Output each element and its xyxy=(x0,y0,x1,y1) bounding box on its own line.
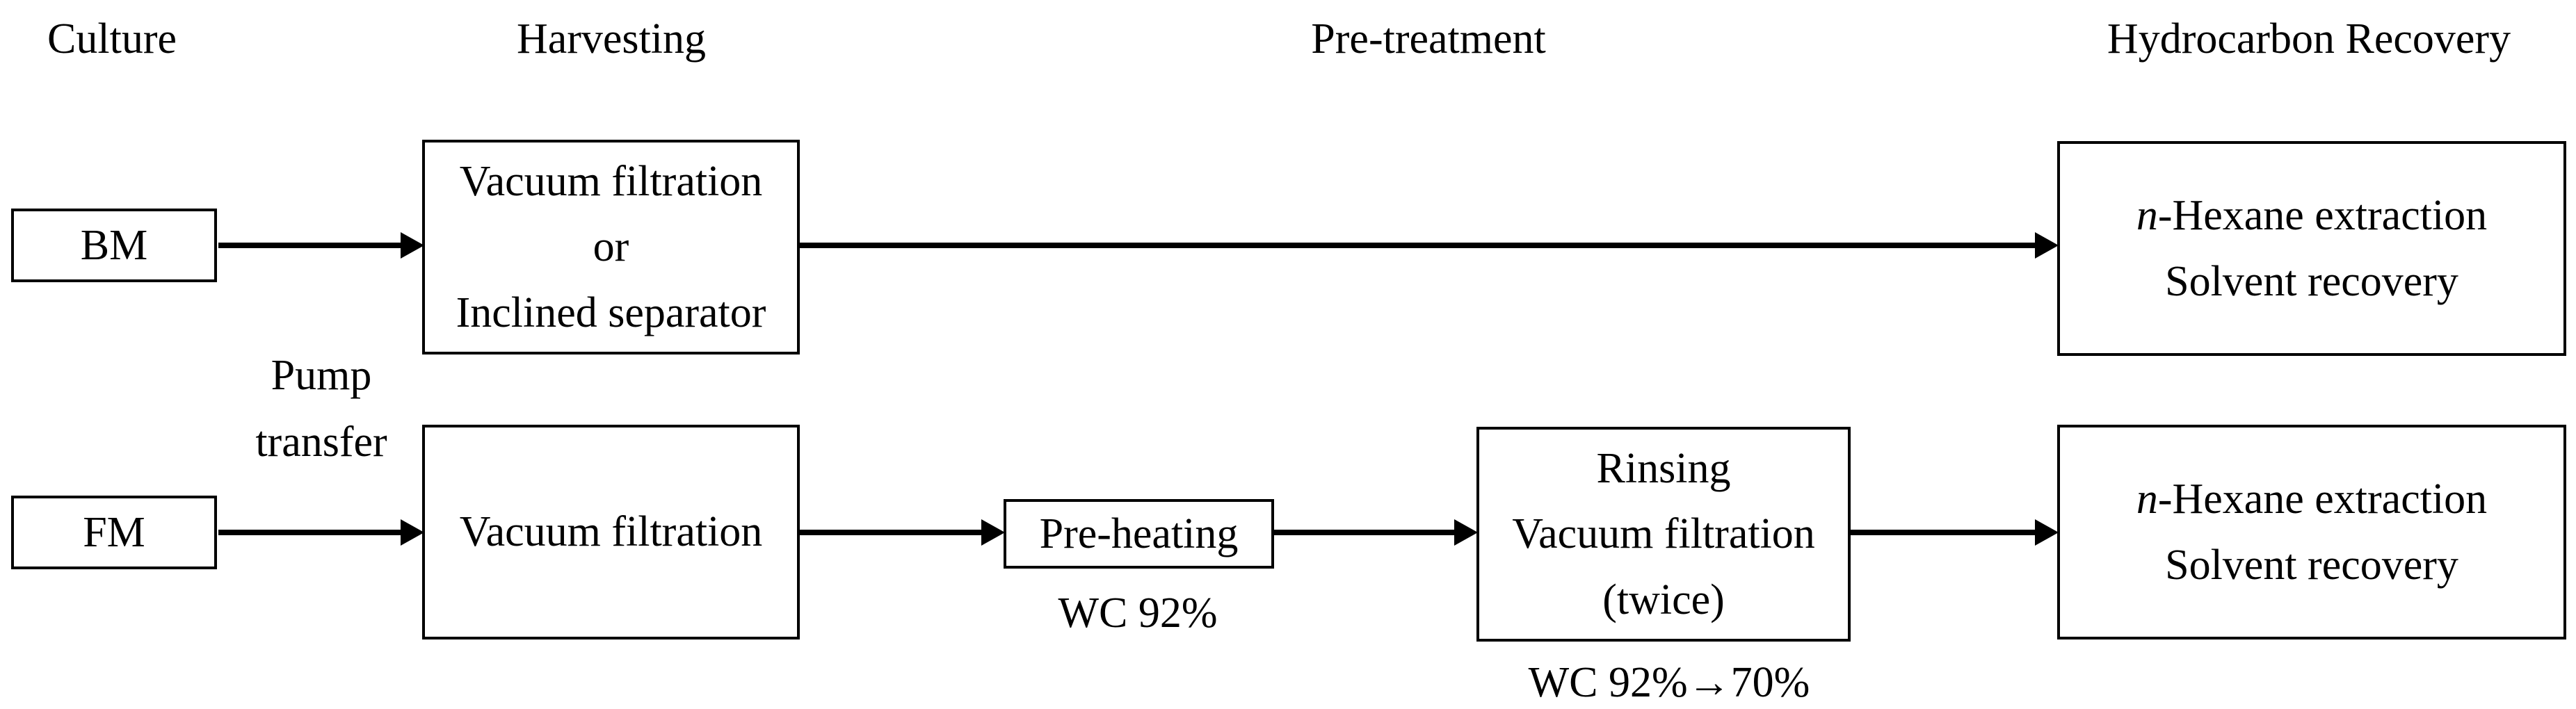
arrow-bm-to-harvesting xyxy=(218,229,424,262)
arrow-shaft xyxy=(1273,530,1457,535)
hexane-rest: -Hexane extraction xyxy=(2157,475,2488,523)
hexane-n-italic: n xyxy=(2136,192,2158,240)
column-header-culture: Culture xyxy=(47,15,177,63)
arrow-fm-to-harvesting xyxy=(218,516,424,549)
hexane-n-italic: n xyxy=(2136,475,2158,523)
hexane-rest: -Hexane extraction xyxy=(2157,192,2488,240)
box-preheating: Pre-heating xyxy=(1004,499,1274,569)
box-rinsing-line3: (twice) xyxy=(1602,576,1725,624)
arrow-head-icon xyxy=(401,519,424,546)
box-culture-fm-label: FM xyxy=(83,508,145,556)
label-wc-92: WC 92% xyxy=(1058,589,1218,637)
arrow-head-icon xyxy=(2035,519,2059,546)
label-pump-transfer-line2: transfer xyxy=(255,418,387,466)
box-harvesting-bm-line3: Inclined separator xyxy=(456,288,766,336)
label-wc-92-to-70: WC 92%→70% xyxy=(1528,659,1810,706)
column-header-pretreatment: Pre-treatment xyxy=(1311,15,1546,63)
box-harvesting-bm: Vacuum filtration or Inclined separator xyxy=(422,140,800,354)
column-header-harvesting: Harvesting xyxy=(516,15,707,63)
box-harvesting-bm-line2: or xyxy=(593,223,629,271)
label-pump-transfer-line1: Pump xyxy=(271,352,372,399)
box-recovery-fm-line1: n-Hexane extraction xyxy=(2136,466,2487,532)
arrow-shaft xyxy=(218,243,403,248)
box-rinsing: Rinsing Vacuum filtration (twice) xyxy=(1476,427,1851,642)
box-harvesting-fm: Vacuum filtration xyxy=(422,425,800,639)
box-rinsing-line2: Vacuum filtration xyxy=(1512,510,1815,558)
arrow-harvesting-to-recovery-bm xyxy=(798,229,2059,262)
arrow-shaft xyxy=(798,530,984,535)
arrow-head-icon xyxy=(401,232,424,259)
arrow-preheating-to-rinsing xyxy=(1273,516,1478,549)
box-harvesting-bm-line1: Vacuum filtration xyxy=(459,158,763,206)
box-culture-bm-label: BM xyxy=(80,221,148,269)
box-harvesting-fm-label: Vacuum filtration xyxy=(459,508,763,556)
box-preheating-label: Pre-heating xyxy=(1039,510,1239,557)
arrow-head-icon xyxy=(981,519,1005,546)
box-culture-fm: FM xyxy=(11,496,217,569)
arrow-rinsing-to-recovery-fm xyxy=(1849,516,2059,549)
box-recovery-fm-line2: Solvent recovery xyxy=(2165,541,2458,589)
box-recovery-fm: n-Hexane extraction Solvent recovery xyxy=(2057,425,2566,639)
box-recovery-bm-line2: Solvent recovery xyxy=(2165,257,2458,305)
arrow-head-icon xyxy=(2035,232,2059,259)
arrow-shaft xyxy=(798,243,2038,248)
column-header-hydrocarbon-recovery: Hydrocarbon Recovery xyxy=(2107,15,2511,63)
arrow-shaft xyxy=(1849,530,2038,535)
box-recovery-bm-line1: n-Hexane extraction xyxy=(2136,183,2487,248)
arrow-shaft xyxy=(218,530,403,535)
box-recovery-bm: n-Hexane extraction Solvent recovery xyxy=(2057,141,2566,356)
arrow-head-icon xyxy=(1454,519,1478,546)
arrow-harvesting-to-preheating xyxy=(798,516,1005,549)
box-culture-bm: BM xyxy=(11,209,217,282)
label-pump-transfer: Pump transfer xyxy=(255,342,387,475)
box-rinsing-line1: Rinsing xyxy=(1596,445,1731,493)
